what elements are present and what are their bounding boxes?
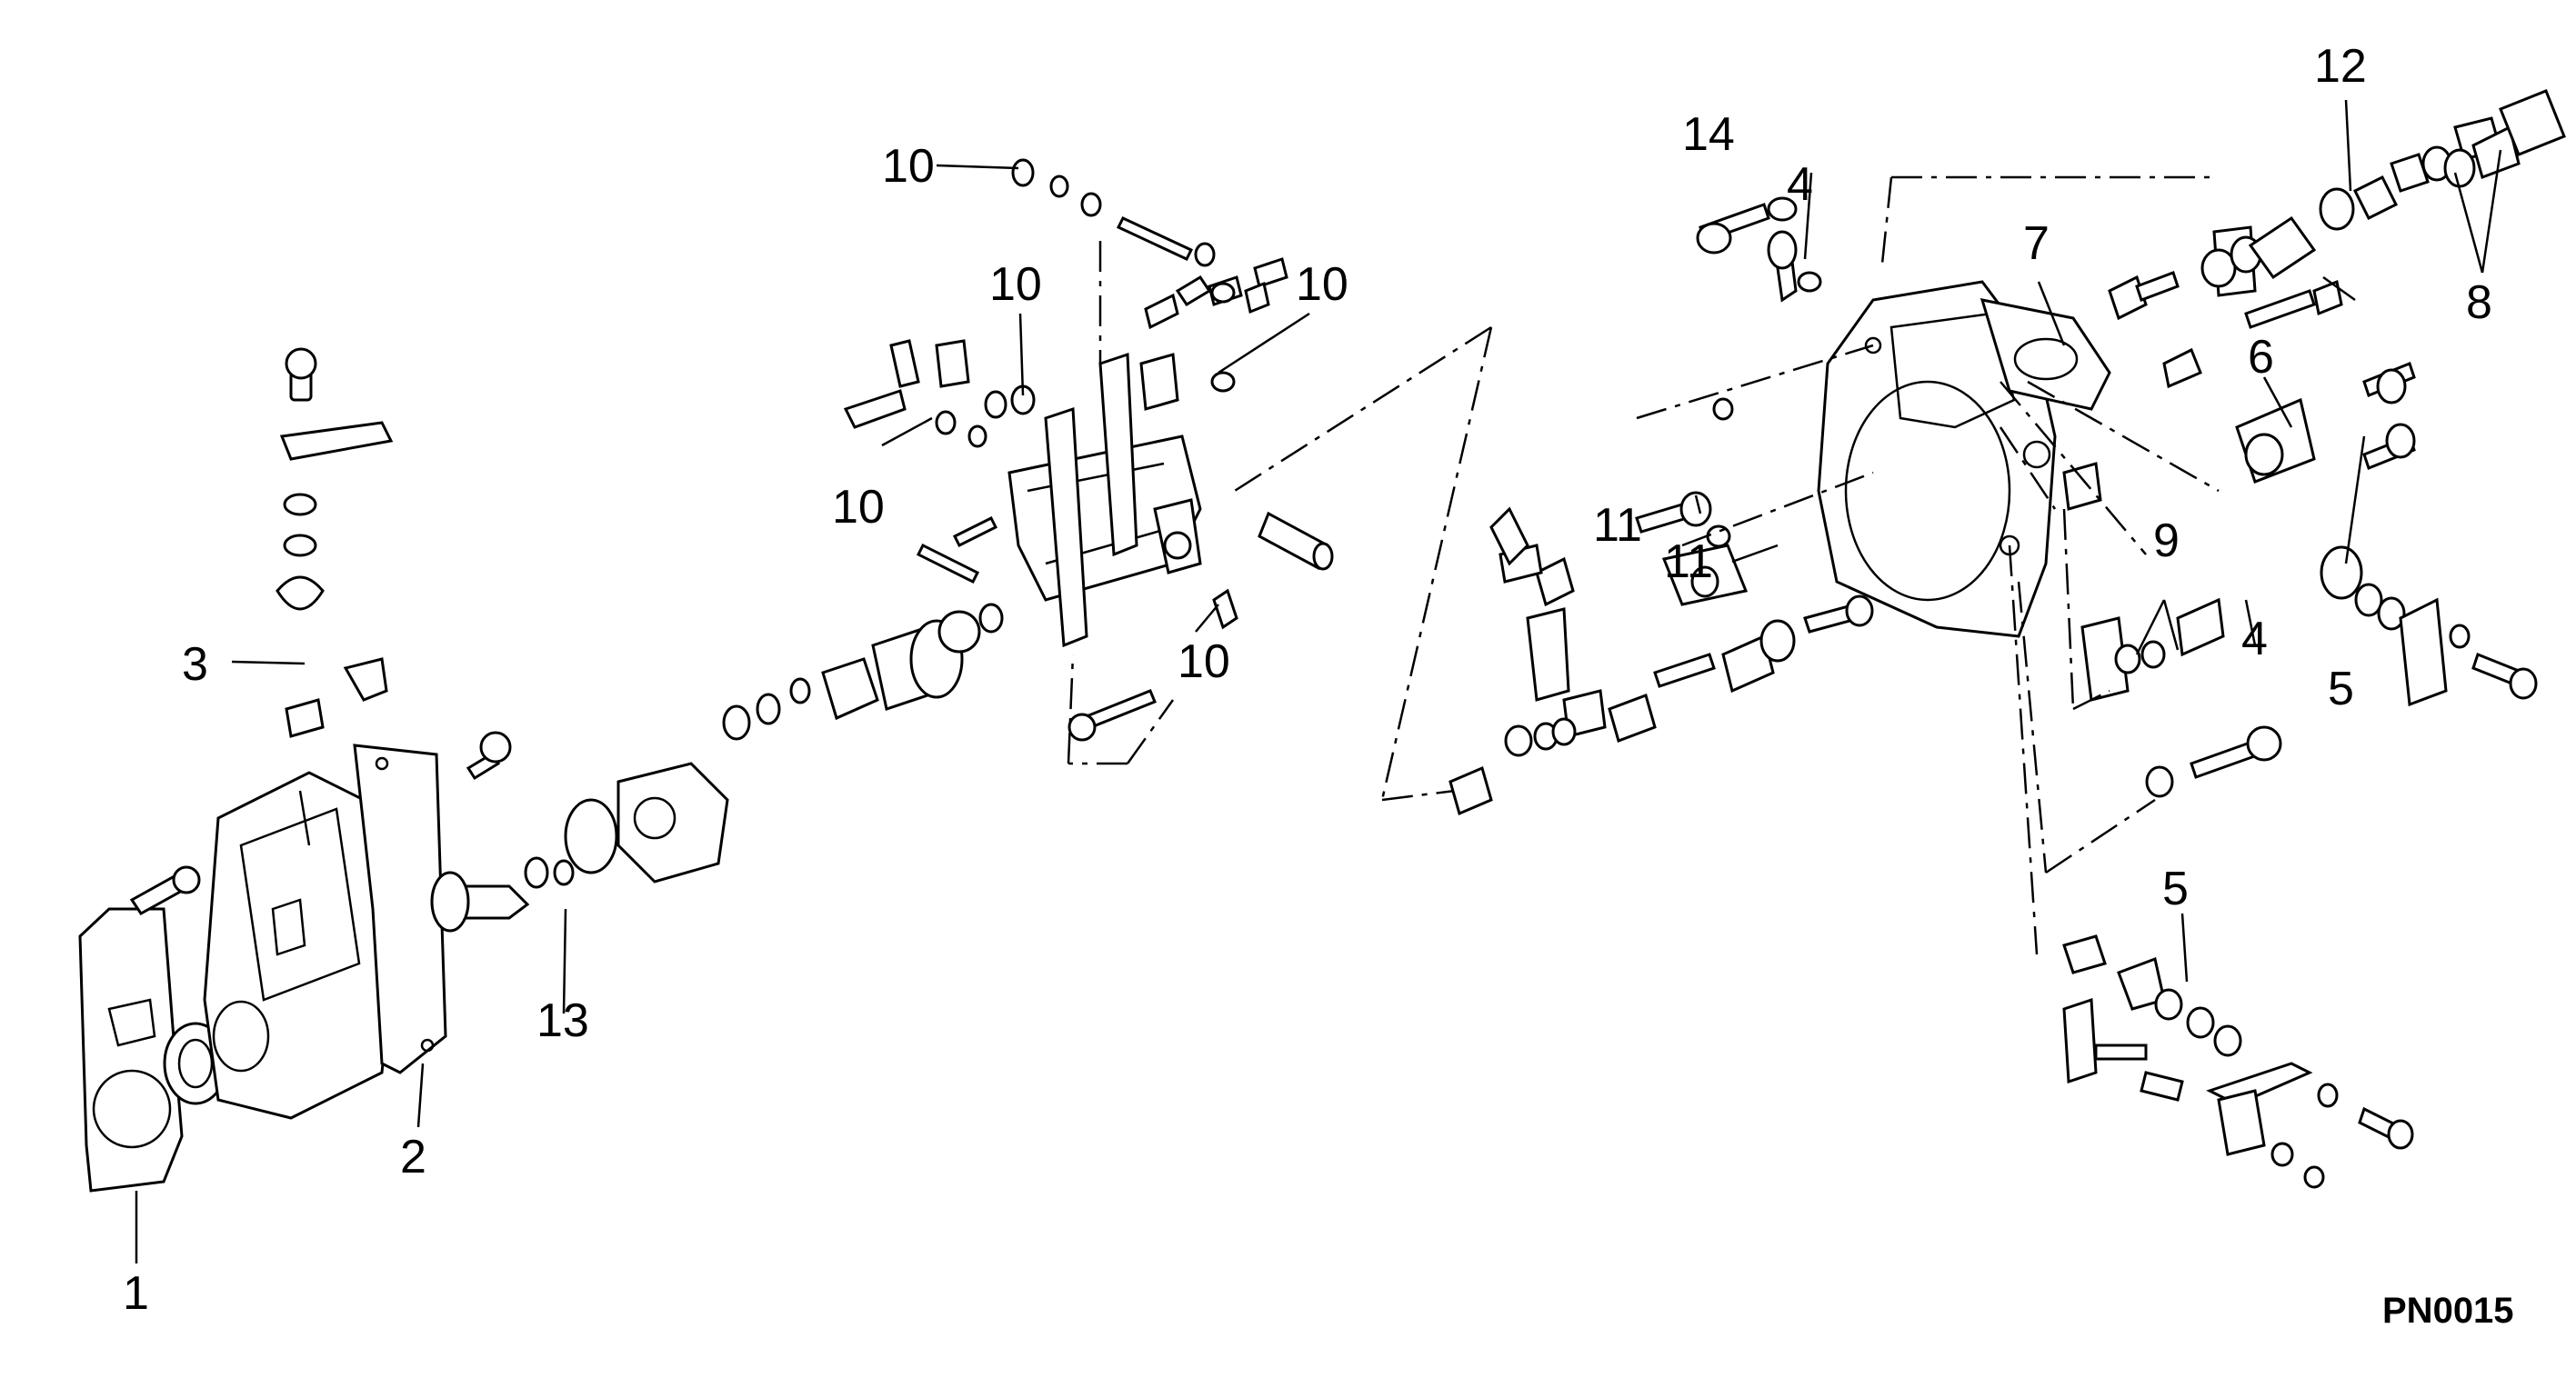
lower-right-parts: [2062, 934, 2414, 1189]
callout-7: 7: [2023, 217, 2050, 270]
callout-14: 14: [1682, 108, 1735, 161]
callout-4-right: 4: [2241, 613, 2268, 665]
cover-bolts: [129, 731, 512, 915]
callout-10-bottom: 10: [1178, 635, 1230, 688]
callout-11-left: 11: [1593, 499, 1642, 552]
cover-plate-7: [1980, 298, 2111, 411]
callout-9: 9: [2153, 514, 2180, 567]
governor-dash-lines: [1067, 241, 1493, 802]
callout-4-top: 4: [1787, 158, 1813, 211]
callout-10-top: 10: [882, 140, 935, 193]
cam-ring-assembly: [430, 762, 729, 933]
left-of-housing-parts: [1448, 491, 1874, 816]
callout-13: 13: [536, 994, 589, 1047]
callout-6: 6: [2248, 331, 2274, 384]
callout-2: 2: [400, 1131, 426, 1183]
callout-10-right: 10: [1296, 258, 1348, 311]
governor-small-parts: [843, 158, 1288, 742]
callout-10-left: 10: [832, 481, 885, 534]
callout-labels: 1 2 3 4 4 5 5 6 7 8 9 10 10 10 10 10 11 …: [123, 40, 2492, 1320]
governor-shaft-parts: [722, 603, 1004, 741]
callout-11-right: 11: [1664, 535, 1713, 588]
callout-5-right: 5: [2328, 663, 2354, 715]
shaft-lever: [276, 347, 394, 738]
housing-dash-lines: [1636, 175, 2220, 955]
callout-10-mid: 10: [989, 258, 1042, 311]
callout-1: 1: [123, 1267, 149, 1320]
callout-3: 3: [182, 638, 208, 691]
callout-5-lower: 5: [2162, 863, 2189, 915]
long-pin: [1258, 511, 1334, 571]
right-small-parts: [1696, 89, 2566, 798]
drawing-code: PN0015: [2382, 1291, 2514, 1331]
callout-8: 8: [2466, 276, 2492, 329]
main-housing: [1817, 280, 2057, 638]
callout-12: 12: [2314, 40, 2367, 93]
cover-housing: [203, 771, 393, 1120]
cover-gasket: [353, 744, 447, 1074]
governor-lever-assembly: [1007, 352, 1202, 648]
gasket-plate: [78, 907, 184, 1193]
leader-lines: [135, 99, 2502, 1263]
